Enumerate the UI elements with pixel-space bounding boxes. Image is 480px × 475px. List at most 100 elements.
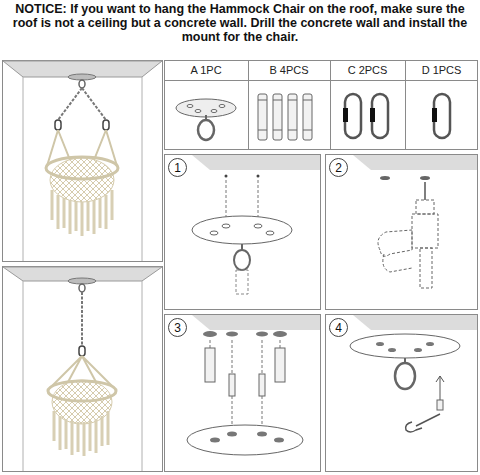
step-3-anchors [226,332,238,337]
step-3-anchors [192,315,320,330]
hanging-chair-two-chains [79,80,85,88]
part-b-anchors [303,94,312,140]
hanging-chair-two-chains [46,157,118,179]
step-number: 2 [335,161,342,175]
part-d-carabiner [432,108,437,122]
hanging-chair-one-chain [142,281,143,471]
step-1-mark-holes [192,155,320,170]
step-1-mark-holes [222,224,230,228]
step-4-fix-mount [376,342,384,346]
step-number: 1 [174,161,181,175]
hanging-chair-one-chain [54,411,108,456]
table-grid [248,60,249,150]
step-1-mark-holes [236,270,248,294]
step-3-anchors [232,340,262,374]
hanging-chair-two-chains [142,77,143,261]
step-1-mark-holes [257,175,260,178]
step-1-mark-holes [266,231,274,235]
part-count-label: A 1PC [165,63,247,77]
panel-frame [165,155,321,310]
hanging-chair-two-chains [58,88,106,120]
step-number: 3 [174,321,181,335]
step-2-drill [378,230,412,272]
part-c-carabiners [343,94,388,138]
panel-frame [3,61,478,472]
part-a-mount [211,110,217,113]
step-1-mark-holes [254,224,262,228]
hanging-chair-one-chain [23,281,24,471]
part-count-label: B 4PCS [249,63,329,77]
hanging-chair-one-chain [79,346,85,356]
hanging-chair-two-chains [3,61,162,261]
step-number-circle: 3 [168,318,187,337]
step-4-fix-mount [388,348,396,352]
step-3-anchors [203,331,217,337]
part-a-mount [198,120,214,140]
part-b-anchors [258,100,312,130]
table-grid [405,60,406,150]
part-count-label: C 2PCS [331,63,404,77]
step-4-fix-mount [353,315,477,330]
part-b-anchors [258,94,312,140]
hanging-chair-one-chain [81,292,83,346]
part-a-mount [195,110,201,113]
part-a-mount [219,105,225,108]
hanging-chair-two-chains [68,74,96,80]
panel-frame [326,155,478,310]
step-3-anchors [210,438,220,443]
step-4-fix-mount [350,334,460,358]
part-a-mount [176,99,236,140]
step-4-fix-mount [350,315,477,432]
step-4-fix-mount [395,363,415,389]
step-number-circle: 4 [329,318,348,337]
hanging-chair-two-chains [55,120,61,130]
step-3-anchors [256,332,268,337]
step-2-drill [420,176,430,180]
step-3-anchors [273,331,287,337]
step-3-anchors [259,374,265,396]
step-1-mark-holes [210,231,218,235]
step-1-mark-holes [225,175,228,178]
step-4-fix-mount [406,414,440,432]
step-2-drill [353,155,477,170]
part-b-anchors [288,94,297,140]
step-3-anchors [187,425,303,455]
hanging-chair-one-chain [79,284,85,292]
step-2-drill [412,200,438,288]
step-2-drill [380,176,390,180]
panel-frame [326,315,478,472]
part-count-label: D 1PCS [406,63,477,77]
hanging-chair-two-chains [103,120,109,130]
table-grid [164,80,478,81]
step-3-anchors [275,348,285,382]
step-4-fix-mount [426,342,434,346]
step-2-drill [353,155,477,288]
table-grid [330,60,331,150]
part-a-mount [176,99,236,117]
step-3-anchors [257,432,267,437]
panel-frame [3,267,163,472]
step-number-circle: 1 [168,158,187,177]
step-3-anchors [227,432,237,437]
step-number: 4 [335,321,342,335]
hanging-chair-two-chains [23,77,24,261]
step-4-fix-mount [436,376,444,400]
part-d-carabiner [432,94,450,138]
part-b-anchors [273,94,282,140]
notice-title: NOTICE: If you want to hang the Hammock … [2,2,478,44]
hanging-chair-two-chains [52,190,112,236]
step-3-anchors [274,438,284,443]
step-1-mark-holes [192,216,292,244]
step-3-anchors [232,396,262,426]
step-3-anchors [229,374,235,396]
hanging-chair-one-chain [3,267,162,471]
step-4-fix-mount [414,348,422,352]
step-number-circle: 2 [329,158,348,177]
step-2-drill [424,182,426,200]
table-grid [164,60,478,150]
step-3-anchors [187,315,320,455]
step-1-mark-holes [192,155,320,294]
hanging-chair-one-chain [68,278,96,284]
step-1-mark-holes [234,250,250,270]
